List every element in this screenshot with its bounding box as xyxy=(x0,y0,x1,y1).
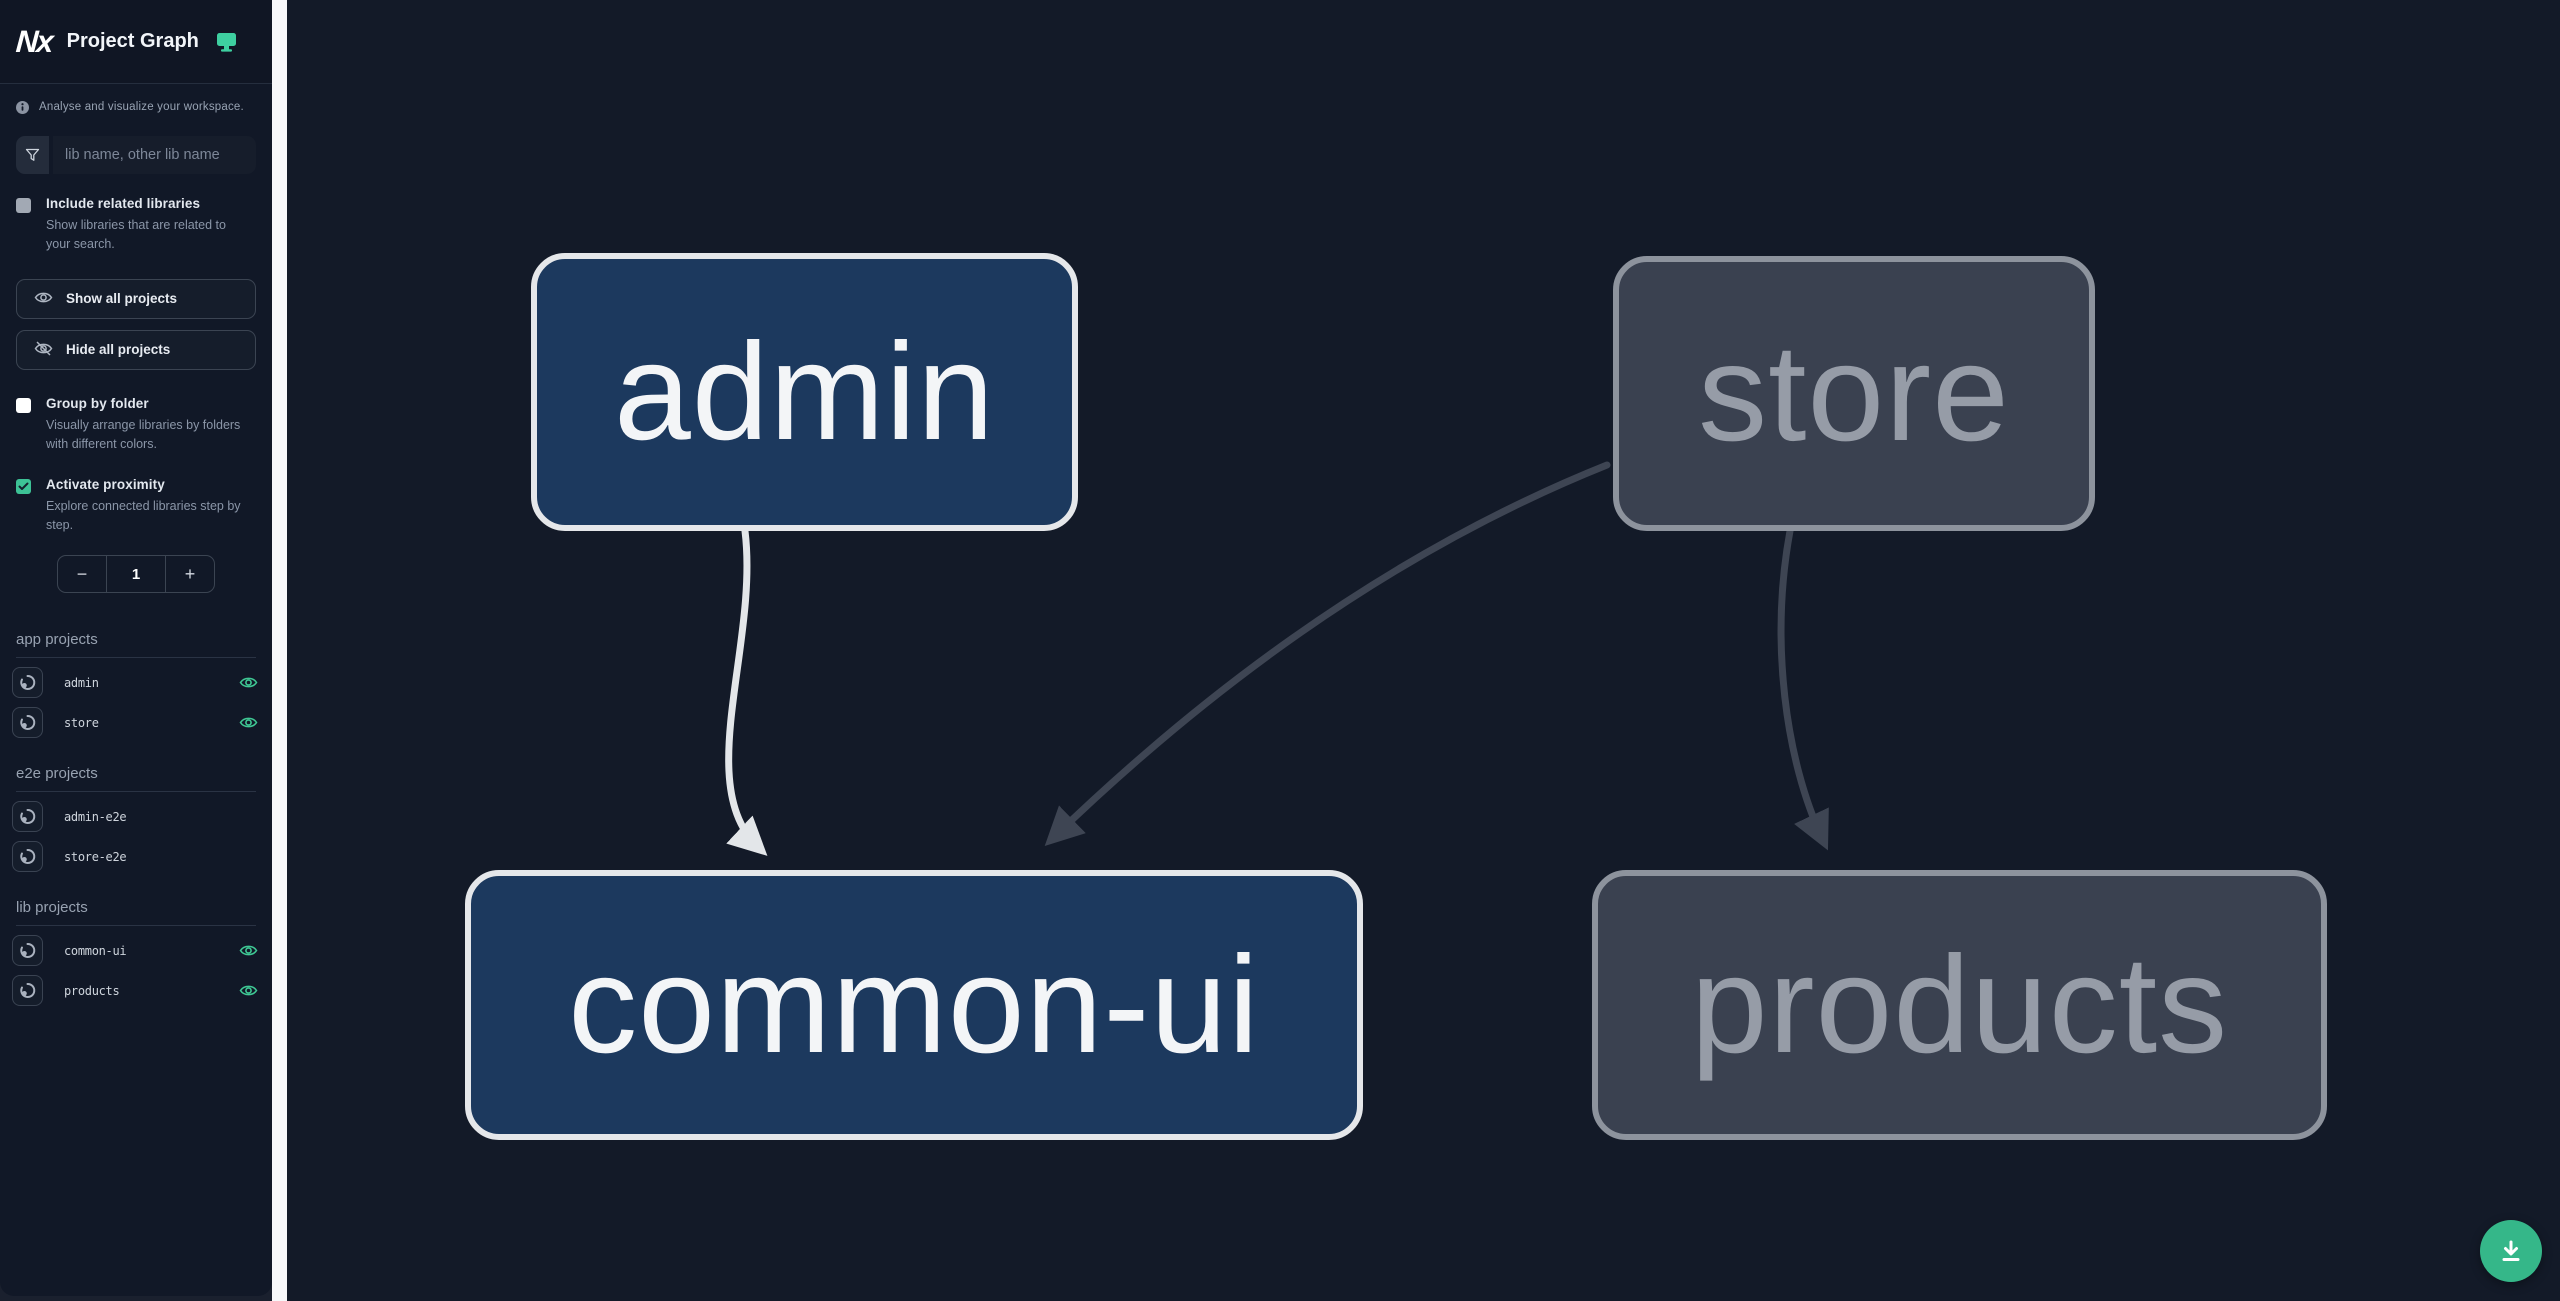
project-row-admin: admin xyxy=(12,667,258,699)
focus-icon xyxy=(20,809,36,825)
check-icon xyxy=(18,482,29,490)
include-related-label: Include related libraries xyxy=(46,196,201,211)
hide-all-projects-button[interactable]: Hide all projects xyxy=(16,329,256,370)
project-visible-eye-icon[interactable] xyxy=(239,943,258,958)
activate-proximity-option: Activate proximity Explore connected lib… xyxy=(0,455,272,536)
node-label: products xyxy=(1690,927,2229,1082)
focus-project-button[interactable] xyxy=(12,707,43,739)
focus-icon xyxy=(20,943,36,959)
focus-icon xyxy=(20,715,36,731)
focus-icon xyxy=(20,983,36,999)
proximity-depth-stepper: − 1 + xyxy=(57,555,215,594)
graph-canvas[interactable]: admin store common-ui products xyxy=(287,0,2560,1301)
project-name: admin-e2e xyxy=(64,809,127,824)
focus-icon xyxy=(20,849,36,865)
project-row-admin-e2e: admin-e2e xyxy=(12,801,258,833)
filter-funnel-icon xyxy=(16,136,53,174)
focus-project-button[interactable] xyxy=(12,841,43,873)
project-name: store xyxy=(64,715,99,730)
group-by-folder-description: Visually arrange libraries by folders wi… xyxy=(46,417,241,452)
include-related-option: Include related libraries Show libraries… xyxy=(0,174,272,255)
project-row-products: products xyxy=(12,975,258,1007)
project-name: common-ui xyxy=(64,943,127,958)
sidebar-resize-handle[interactable] xyxy=(272,0,287,1301)
section-title-app-projects: app projects xyxy=(16,631,256,659)
show-all-projects-label: Show all projects xyxy=(66,291,178,307)
app-title: Project Graph xyxy=(66,30,199,52)
focus-project-button[interactable] xyxy=(12,975,43,1007)
project-visible-eye-icon[interactable] xyxy=(239,715,258,730)
section-title-lib-projects: lib projects xyxy=(16,899,256,927)
edge-store-to-products xyxy=(1777,527,1829,851)
graph-node-common-ui[interactable]: common-ui xyxy=(465,870,1363,1140)
download-icon xyxy=(2502,1240,2520,1261)
edge-admin-to-common-ui xyxy=(725,527,768,856)
search-input[interactable] xyxy=(53,136,256,174)
download-graph-button[interactable] xyxy=(2480,1220,2542,1282)
search-control xyxy=(16,136,256,174)
tagline-text: Analyse and visualize your workspace. xyxy=(39,101,244,113)
sidebar-header: Nx Project Graph xyxy=(0,0,272,84)
eye-icon xyxy=(34,290,53,308)
proximity-depth-value: 1 xyxy=(106,556,166,593)
node-label: admin xyxy=(614,314,995,469)
project-row-store: store xyxy=(12,707,258,739)
focus-icon xyxy=(20,675,36,691)
project-visible-eye-icon[interactable] xyxy=(239,675,258,690)
group-by-folder-label: Group by folder xyxy=(46,395,149,411)
decrement-button[interactable]: − xyxy=(58,556,106,592)
info-icon xyxy=(16,101,29,119)
project-visible-eye-icon[interactable] xyxy=(239,983,258,998)
graph-node-admin[interactable]: admin xyxy=(531,253,1078,531)
project-row-store-e2e: store-e2e xyxy=(12,841,258,873)
node-label: store xyxy=(1698,316,2010,470)
activate-proximity-label: Activate proximity xyxy=(46,476,165,492)
sidebar: Nx Project Graph xyxy=(0,0,272,1296)
hide-all-projects-label: Hide all projects xyxy=(66,342,171,358)
group-by-folder-option: Group by folder Visually arrange librari… xyxy=(0,370,272,455)
graph-node-store[interactable]: store xyxy=(1613,256,2095,531)
node-label: common-ui xyxy=(568,927,1260,1082)
focus-project-button[interactable] xyxy=(12,667,43,699)
nx-logo: Nx xyxy=(14,23,53,59)
eye-off-icon xyxy=(34,341,53,359)
edge-store-to-common-ui xyxy=(1044,461,1611,847)
section-title-e2e-projects: e2e projects xyxy=(16,765,256,793)
include-related-description: Show libraries that are related to your … xyxy=(46,218,226,252)
project-row-common-ui: common-ui xyxy=(12,935,258,967)
project-name: products xyxy=(64,983,120,998)
sidebar-column: Nx Project Graph xyxy=(0,0,272,1301)
activate-proximity-description: Explore connected libraries step by step… xyxy=(46,498,241,532)
project-name: store-e2e xyxy=(64,849,127,864)
increment-button[interactable]: + xyxy=(166,556,214,592)
edges-layer xyxy=(725,461,1829,856)
tagline-row: Analyse and visualize your workspace. xyxy=(0,84,272,121)
group-by-folder-checkbox[interactable] xyxy=(16,397,31,413)
project-name: admin xyxy=(64,675,99,690)
monitor-icon[interactable] xyxy=(216,32,237,52)
include-related-checkbox[interactable] xyxy=(16,198,31,213)
show-all-projects-button[interactable]: Show all projects xyxy=(16,278,256,319)
graph-node-products[interactable]: products xyxy=(1592,870,2327,1140)
activate-proximity-checkbox[interactable] xyxy=(16,478,31,494)
focus-project-button[interactable] xyxy=(12,801,43,833)
focus-project-button[interactable] xyxy=(12,935,43,967)
